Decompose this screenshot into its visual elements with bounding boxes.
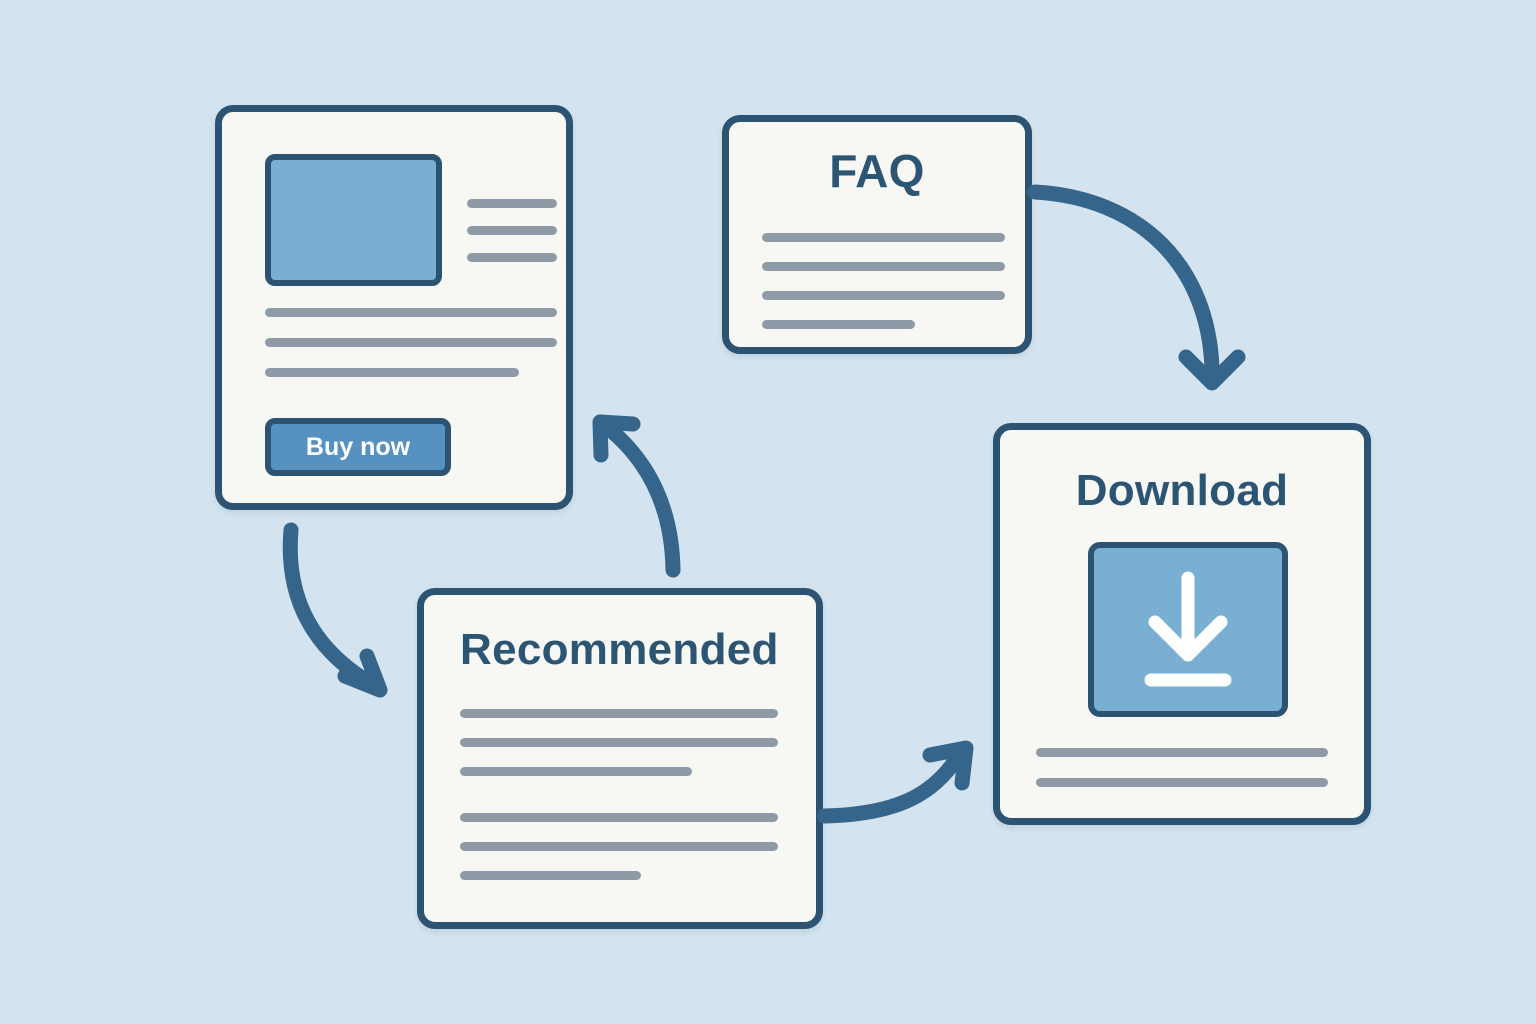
download-line xyxy=(1036,748,1328,757)
product-side-line xyxy=(467,253,557,262)
recommended-line xyxy=(460,709,778,718)
faq-card[interactable]: FAQ xyxy=(722,115,1032,354)
recommended-line xyxy=(460,813,778,822)
product-card[interactable]: Buy now xyxy=(215,105,573,510)
arrow-recommended-to-product xyxy=(592,414,681,578)
product-body-line xyxy=(265,338,557,347)
product-side-line xyxy=(467,226,557,235)
faq-line xyxy=(762,262,1005,271)
download-card[interactable]: Download xyxy=(993,423,1371,825)
recommended-line xyxy=(460,738,778,747)
recommended-line xyxy=(460,767,692,776)
recommended-line xyxy=(460,842,778,851)
buy-now-button[interactable]: Buy now xyxy=(265,418,451,476)
recommended-line xyxy=(460,871,641,880)
product-image-placeholder xyxy=(265,154,442,286)
buy-now-button-label: Buy now xyxy=(305,432,411,461)
faq-line xyxy=(762,291,1005,300)
recommended-card[interactable]: Recommended xyxy=(417,588,823,929)
download-card-title: Download xyxy=(1075,466,1289,515)
faq-line xyxy=(762,320,915,329)
faq-line xyxy=(762,233,1005,242)
download-arrow-icon xyxy=(1144,571,1232,686)
product-side-line xyxy=(467,199,557,208)
download-line xyxy=(1036,778,1328,787)
product-body-line xyxy=(265,368,519,377)
arrow-product-to-recommended xyxy=(282,522,388,698)
arrow-faq-to-download xyxy=(1027,184,1246,391)
product-body-line xyxy=(265,308,557,317)
faq-card-title: FAQ xyxy=(829,145,925,197)
arrow-recommended-to-download xyxy=(817,740,974,824)
download-arrow-icon-box[interactable] xyxy=(1088,542,1288,717)
recommended-card-title: Recommended xyxy=(460,625,779,674)
